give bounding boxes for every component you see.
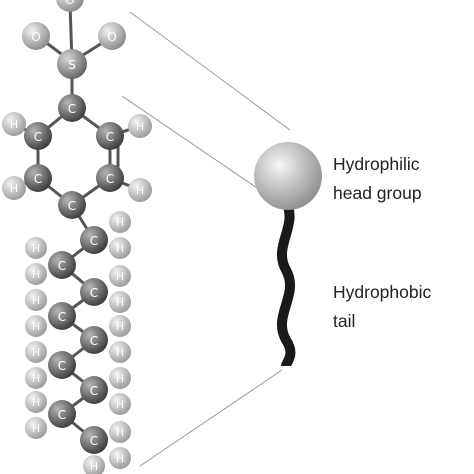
- oxygen-atom-left-label: O: [31, 30, 40, 44]
- hydrophilic-head-sphere: [254, 142, 322, 210]
- carbon-label: C: [58, 259, 66, 273]
- hydrogen-label: H: [116, 296, 124, 309]
- oxygen-atom-top-label: O: [65, 0, 74, 7]
- hydrogen-label: H: [116, 270, 124, 283]
- sulfonate-group: O O O S: [22, 0, 126, 79]
- carbon-label: C: [58, 310, 66, 324]
- hydrogen-label: H: [32, 268, 40, 281]
- hydrogen-label: H: [116, 242, 124, 255]
- hydrogen-label: H: [10, 182, 18, 195]
- oxygen-atom-right-label: O: [107, 30, 116, 44]
- hydrogen-label: H: [116, 216, 124, 229]
- hydrogen-label: H: [116, 346, 124, 359]
- hydrogen-label: H: [116, 452, 124, 465]
- carbon-label: C: [106, 172, 114, 186]
- oxygen-atom-left: [22, 22, 50, 50]
- hydrogen-label: H: [116, 426, 124, 439]
- carbon-label: C: [34, 172, 42, 186]
- hydrogen-label: H: [116, 398, 124, 411]
- hydrogen-label: H: [32, 242, 40, 255]
- carbon-label: C: [58, 408, 66, 422]
- hydrogen-label: H: [32, 294, 40, 307]
- carbon-label: C: [90, 384, 98, 398]
- carbon-label: C: [90, 234, 98, 248]
- guide-line-bottom: [139, 369, 283, 467]
- alkyl-chain: C C C C C C C C C: [48, 226, 108, 454]
- guide-line-mid: [121, 95, 261, 191]
- chain-hydrogens: H H H H H H H H H H H H H H H H H H H: [25, 211, 131, 474]
- guide-line-top: [129, 11, 291, 131]
- guide-lines: [121, 11, 291, 467]
- hydrogen-label: H: [116, 320, 124, 333]
- carbon-label: C: [68, 102, 76, 116]
- surfactant-schematic: [254, 142, 322, 368]
- head-label-line1: Hydrophilic: [333, 154, 420, 174]
- carbon-label: C: [34, 130, 42, 144]
- tail-label-line2: tail: [333, 311, 355, 331]
- carbon-label: C: [90, 286, 98, 300]
- ring-hydrogens: H H H H: [2, 112, 152, 202]
- oxygen-atom-right: [98, 22, 126, 50]
- hydrogen-label: H: [90, 460, 98, 473]
- carbon-label: C: [106, 130, 114, 144]
- hydrogen-label: H: [10, 118, 18, 131]
- hydrophobic-tail-shape: [276, 197, 296, 368]
- hydrogen-label: H: [32, 346, 40, 359]
- hydrogen-label: H: [32, 422, 40, 435]
- tail-label-line1: Hydrophobic: [333, 282, 431, 302]
- sulfur-atom: [57, 49, 87, 79]
- hydrogen-label: H: [136, 120, 144, 133]
- callout-labels: Hydrophilic head group Hydrophobic tail: [333, 154, 431, 331]
- benzene-ring: C C C C C C: [24, 94, 124, 219]
- carbon-label: C: [58, 359, 66, 373]
- head-label-line2: head group: [333, 183, 422, 203]
- oxygen-atom-top: [56, 0, 84, 12]
- carbon-label: C: [68, 199, 76, 213]
- carbon-label: C: [90, 434, 98, 448]
- hydrogen-label: H: [32, 372, 40, 385]
- carbon-label: C: [90, 334, 98, 348]
- hydrogen-label: H: [32, 396, 40, 409]
- hydrogen-label: H: [136, 184, 144, 197]
- hydrogen-label: H: [32, 320, 40, 333]
- sulfur-atom-label: S: [68, 58, 76, 72]
- hydrogen-label: H: [116, 372, 124, 385]
